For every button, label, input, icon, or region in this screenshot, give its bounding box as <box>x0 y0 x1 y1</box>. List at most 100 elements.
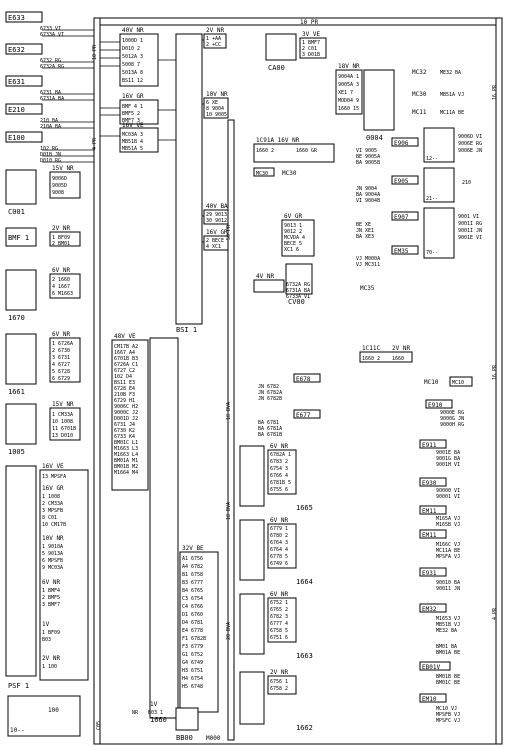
rc-row: BM01C BE <box>436 680 460 686</box>
bsi-conn-row: 8 9004 <box>206 106 224 112</box>
module-0004: 0004 18V NR 9004A 1 9005A 3 XE1 7 MOD04 … <box>335 63 395 142</box>
tag-e907: E907 <box>394 214 409 221</box>
rc-row: MC11A BE <box>436 548 460 554</box>
rc-row: 90000 VI <box>436 488 460 494</box>
rc-row: MPSFC VJ <box>436 718 460 724</box>
svg-text:M1664 M4: M1664 M4 <box>114 470 138 476</box>
harness-row: 102 RG <box>40 146 58 152</box>
svg-text:6783 2: 6783 2 <box>270 459 288 465</box>
conn-row: 11 6701B <box>52 426 76 432</box>
harness-row: 6733 VI <box>40 26 61 32</box>
bsi-conn-header: 40V NR <box>122 27 144 34</box>
svg-text:6781B 5: 6781B 5 <box>270 480 291 486</box>
c1660-block2-rows: 32V BE A1 6756 A4 6782 B1 6758 B3 6777 B… <box>182 545 206 690</box>
svg-text:6758 2: 6758 2 <box>270 686 288 692</box>
svg-text:BM01C L1: BM01C L1 <box>114 440 138 446</box>
svg-text:BM01B M2: BM01B M2 <box>114 464 138 470</box>
svg-text:6754 3: 6754 3 <box>270 466 288 472</box>
rc-code: E911 <box>422 442 437 449</box>
harness-row: 6731 BA <box>40 90 61 96</box>
svg-text:32V BE: 32V BE <box>182 545 204 552</box>
conn-row: 2 1660 <box>52 277 70 283</box>
conn-header: 6V GR <box>284 213 302 220</box>
rc-row: BM01B BE <box>436 674 460 680</box>
cv00-label: CV00 <box>288 298 305 306</box>
conn-row: 1660 2 <box>256 148 274 154</box>
conn-row: 1660 15 <box>338 106 359 112</box>
svg-text:6765 2: 6765 2 <box>270 607 288 613</box>
rc-code: EM32 <box>422 606 437 613</box>
harness-row: 210A BA <box>40 124 61 130</box>
svg-text:C05: C05 <box>96 721 102 730</box>
conn-row: 1 BMF7 <box>302 40 320 46</box>
tag-e905: E905 <box>394 178 409 185</box>
svg-text:6V NR: 6V NR <box>270 443 288 450</box>
code-row: 9001I JN <box>458 228 482 234</box>
conn-row: 3 6731 <box>52 355 70 361</box>
conn-row: 9008 <box>52 190 64 196</box>
mark-12: 12-- <box>426 156 438 162</box>
right-tags: MC32 ME32 BA MC30 MB51A VJ MC11 MC11A BE… <box>356 69 464 268</box>
svg-text:6782A 1: 6782A 1 <box>270 452 291 458</box>
ca00-label: CA00 <box>268 64 285 72</box>
code-row: 9006E JN <box>458 148 482 154</box>
svg-text:9 MC03A: 9 MC03A <box>42 565 63 571</box>
code-row: 9001 VI <box>458 214 479 220</box>
svg-text:BM01A M1: BM01A M1 <box>114 458 138 464</box>
svg-text:6729 H1: 6729 H1 <box>114 398 135 404</box>
bsi-conn-row: 1000D 1 <box>122 38 143 44</box>
svg-text:B3 6777: B3 6777 <box>182 580 203 586</box>
svg-text:H5 6748: H5 6748 <box>182 684 203 690</box>
bsi-conn-row: 2 +CC <box>206 42 221 48</box>
svg-text:10V NR: 10V NR <box>42 535 64 542</box>
svg-text:B1 6758: B1 6758 <box>182 572 203 578</box>
right-trunk <box>495 17 503 745</box>
conn-row: 9013 1 <box>284 223 302 229</box>
svg-text:B4 6765: B4 6765 <box>182 588 203 594</box>
rc-row: M165A VJ <box>436 516 460 522</box>
code-row: 210 <box>462 180 471 186</box>
svg-text:6749 6: 6749 6 <box>270 561 288 567</box>
mark-70: 70-- <box>426 250 438 256</box>
svg-text:C3 6754: C3 6754 <box>182 596 203 602</box>
svg-text:4 PR: 4 PR <box>492 607 498 620</box>
tag-row: BE 9005A <box>356 154 380 160</box>
harness-row: 210 BA <box>40 118 58 124</box>
conn-header: 2V NR <box>52 225 70 232</box>
module-0004-label: 0004 <box>366 134 383 142</box>
conn-row: 6731A BA <box>286 288 310 294</box>
rc-row: M1653 VJ <box>436 616 460 622</box>
svg-text:13 MPSFA: 13 MPSFA <box>42 474 66 480</box>
harness-code-e210: E210 <box>8 106 25 114</box>
tag-row: ME32 BA <box>440 70 461 76</box>
mc35-label: MC35 <box>360 285 375 292</box>
svg-text:D4 6781: D4 6781 <box>182 620 203 626</box>
svg-text:BS11 E3: BS11 E3 <box>114 380 135 386</box>
svg-text:50 PR: 50 PR <box>226 224 232 240</box>
c1670-label: 1670 <box>8 314 25 322</box>
conn-row: 13 D010 <box>52 433 73 439</box>
conn-header: 2V NR <box>392 345 410 352</box>
svg-text:F3 6779: F3 6779 <box>182 644 203 650</box>
left-harness: E633 6733 VI 6733A VI E632 6732 RG 6732A… <box>5 11 94 164</box>
tag-mc30: MC30 <box>412 91 427 98</box>
conn-row: 1660 GR <box>296 148 318 154</box>
svg-text:8 C01: 8 C01 <box>42 515 57 521</box>
harness-code-e633: E633 <box>8 14 25 22</box>
rc-code: E910 <box>428 402 443 409</box>
conn-header: 3V VE <box>302 31 320 38</box>
svg-text:BA 6781: BA 6781 <box>258 420 279 426</box>
tag-em35: EM35 <box>394 248 409 255</box>
harness-row: D010 RG <box>40 158 61 164</box>
rc-row: BM01 BA <box>436 644 457 650</box>
e677-label: E677 <box>296 412 311 419</box>
svg-text:6V NR: 6V NR <box>270 517 288 524</box>
svg-text:16V GR: 16V GR <box>42 485 64 492</box>
bsi-conn-row: BMF5 2 <box>122 111 140 117</box>
top-harness-bar <box>93 17 503 26</box>
c1663-label: 1663 <box>296 652 313 660</box>
svg-text:4 PR: 4 PR <box>92 137 98 150</box>
harness-code-e631: E631 <box>8 78 25 86</box>
svg-text:6778 5: 6778 5 <box>270 554 288 560</box>
